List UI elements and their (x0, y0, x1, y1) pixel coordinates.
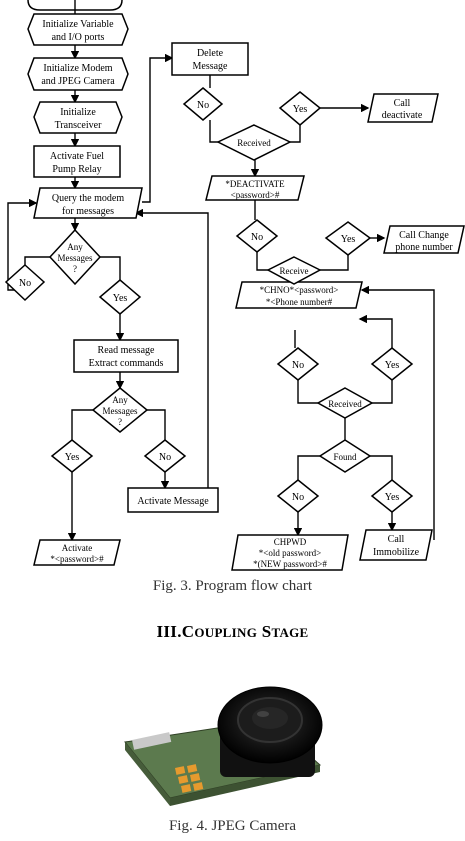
decision-yes-2: Yes (52, 440, 92, 472)
svg-text:Transceiver: Transceiver (55, 120, 103, 131)
svg-text:Pump Relay: Pump Relay (52, 164, 101, 175)
box-activate-fuel-pump: Activate Fuel Pump Relay (34, 146, 120, 177)
svg-text:*<old password>: *<old password> (259, 548, 321, 558)
svg-text:?: ? (118, 417, 122, 427)
svg-text:Message: Message (193, 61, 229, 72)
jpeg-camera-image (120, 680, 360, 810)
decision-yes-1: Yes (100, 280, 140, 314)
box-activate-password: Activate *<password># (34, 540, 120, 565)
figure-3-caption: Fig. 3. Program flow chart (0, 578, 465, 595)
svg-text:and JPEG Camera: and JPEG Camera (41, 76, 115, 87)
section-title-cap-2: S (262, 622, 272, 641)
decision-no-2: No (145, 440, 185, 472)
svg-text:Activate Fuel: Activate Fuel (50, 151, 104, 162)
decision-no-chno: No (237, 220, 277, 252)
svg-text:*<password>#: *<password># (50, 554, 104, 564)
svg-text:Yes: Yes (385, 492, 400, 503)
svg-text:Call: Call (394, 98, 411, 109)
decision-any-messages-2: Any Messages ? (93, 388, 147, 432)
svg-text:Yes: Yes (113, 293, 128, 304)
decision-yes-found: Yes (372, 480, 412, 512)
svg-text:Yes: Yes (341, 234, 356, 245)
decision-received-1: Received (218, 125, 290, 160)
svg-text:No: No (197, 100, 209, 111)
decision-any-messages-1: Any Messages ? (50, 230, 100, 284)
svg-text:Messages: Messages (103, 406, 138, 416)
section-title-cap-1: C (182, 622, 195, 641)
svg-text:Found: Found (333, 452, 357, 462)
svg-text:Initialize Modem: Initialize Modem (43, 63, 112, 74)
svg-text:?: ? (73, 264, 77, 274)
svg-text:Activate: Activate (62, 543, 93, 553)
svg-text:Received: Received (328, 399, 362, 409)
box-delete-message: Delete Message (172, 43, 248, 75)
svg-text:No: No (292, 360, 304, 371)
box-read-message: Read message Extract commands (74, 340, 178, 372)
svg-text:No: No (19, 278, 31, 289)
svg-text:Received: Received (237, 138, 271, 148)
decision-received-2: Receive (268, 257, 320, 284)
section-heading: III.COUPLING STAGE (0, 622, 465, 642)
svg-text:*DEACTIVATE: *DEACTIVATE (225, 179, 285, 189)
svg-text:Initialize Variable: Initialize Variable (42, 19, 114, 30)
section-number: III. (156, 622, 181, 641)
box-call-immobilize: Call Immobilize (360, 530, 432, 560)
svg-text:phone number: phone number (395, 242, 453, 253)
svg-text:Yes: Yes (65, 452, 80, 463)
svg-text:for messages: for messages (62, 206, 114, 217)
svg-text:Any: Any (67, 242, 83, 252)
box-chno-command: *CHNO*<password> *<Phone number# (236, 282, 362, 308)
svg-text:*CHNO*<password>: *CHNO*<password> (260, 285, 339, 295)
svg-text:Delete: Delete (197, 48, 224, 59)
decision-no-chpwd: No (278, 348, 318, 380)
decision-yes-change-phone: Yes (326, 222, 370, 255)
svg-text:<password>#: <password># (231, 190, 280, 200)
box-init-variables: Initialize Variable and I/O ports (28, 14, 128, 45)
svg-text:Read message: Read message (98, 345, 155, 356)
svg-text:No: No (159, 452, 171, 463)
decision-yes-received-3: Yes (372, 348, 412, 380)
box-activate-message: Activate Message (128, 488, 218, 512)
box-init-modem-camera: Initialize Modem and JPEG Camera (28, 58, 128, 90)
decision-received-3: Received (318, 388, 372, 418)
decision-found: Found (320, 440, 370, 472)
decision-yes-deactivate: Yes (280, 92, 320, 125)
svg-text:Yes: Yes (385, 360, 400, 371)
decision-no-delete: No (184, 88, 222, 120)
svg-text:Any: Any (112, 395, 128, 405)
svg-text:CHPWD: CHPWD (274, 537, 307, 547)
section-title-rest-1: OUPLING (194, 625, 257, 640)
box-query-modem: Query the modem for messages (34, 188, 142, 218)
decision-no-1: No (6, 265, 44, 300)
svg-text:No: No (251, 232, 263, 243)
svg-text:Extract commands: Extract commands (89, 358, 164, 369)
svg-text:Call: Call (388, 534, 405, 545)
svg-text:Activate Message: Activate Message (137, 496, 209, 507)
svg-text:and I/O ports: and I/O ports (52, 32, 105, 43)
program-flow-chart: Initialize Variable and I/O ports Initia… (0, 0, 465, 575)
box-chpwd-command: CHPWD *<old password> *(NEW password># (232, 535, 348, 570)
svg-text:*(NEW password>#: *(NEW password># (253, 559, 327, 569)
svg-text:No: No (292, 492, 304, 503)
box-init-transceiver: Initialize Transceiver (34, 102, 122, 133)
svg-text:*<Phone number#: *<Phone number# (266, 297, 333, 307)
decision-no-found: No (278, 480, 318, 512)
box-call-deactivate: Call deactivate (368, 94, 438, 122)
svg-text:deactivate: deactivate (382, 110, 423, 121)
svg-text:Query the modem: Query the modem (52, 193, 124, 204)
svg-text:Initialize: Initialize (60, 107, 96, 118)
svg-text:Immobilize: Immobilize (373, 547, 420, 558)
svg-text:Messages: Messages (58, 253, 93, 263)
figure-4-caption: Fig. 4. JPEG Camera (0, 818, 465, 835)
svg-text:Receive: Receive (280, 266, 309, 276)
section-title-rest-2: TAGE (271, 625, 308, 640)
box-call-change-phone: Call Change phone number (384, 226, 464, 253)
svg-text:Call Change: Call Change (399, 230, 449, 241)
svg-text:Yes: Yes (293, 104, 308, 115)
box-deactivate-command: *DEACTIVATE <password># (206, 176, 304, 200)
